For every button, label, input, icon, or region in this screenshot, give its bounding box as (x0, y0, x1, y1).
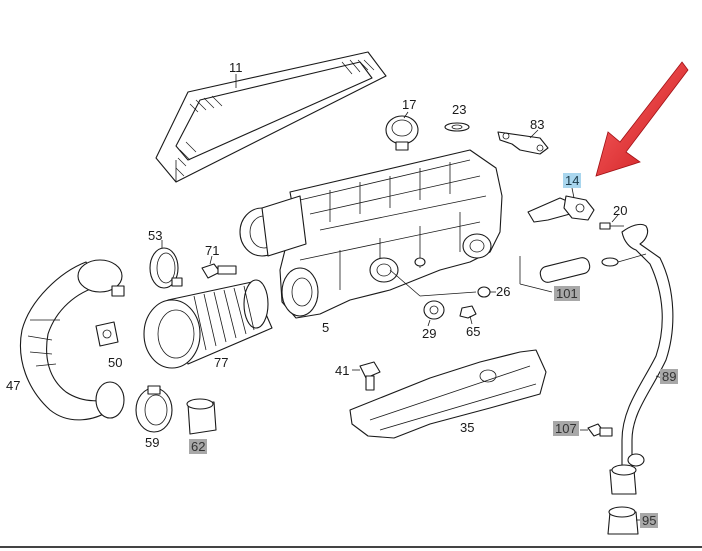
sleeve-62 (186, 398, 217, 435)
corrugated-hose (143, 279, 273, 369)
label-14: 14 (563, 173, 582, 188)
label-65: 65 (466, 324, 481, 339)
label-83: 83 (530, 117, 545, 132)
intake-manifold (239, 149, 503, 319)
label-35: 35 (460, 420, 475, 435)
label-5: 5 (322, 320, 330, 335)
label-50: 50 (108, 355, 123, 370)
bolt-107 (587, 423, 613, 437)
rubber-grommet (607, 464, 639, 535)
bolt-small (599, 222, 624, 230)
bracket (497, 131, 549, 155)
label-17: 17 (402, 97, 417, 112)
leader-lines (161, 74, 663, 521)
label-47: 47 (6, 378, 21, 393)
small-hose (539, 257, 591, 283)
label-95: 95 (640, 513, 659, 528)
label-89: 89 (660, 369, 679, 384)
highlighted-sensor (527, 195, 595, 223)
fasteners (414, 257, 491, 320)
bolt-41 (359, 361, 381, 391)
label-101: 101 (554, 286, 580, 301)
label-71: 71 (205, 243, 220, 258)
washer (444, 122, 470, 132)
air-filter-element (155, 51, 387, 183)
label-53: 53 (148, 228, 163, 243)
label-23: 23 (452, 102, 467, 117)
label-11: 11 (229, 60, 243, 75)
label-41: 41 (335, 363, 350, 378)
label-20: 20 (613, 203, 628, 218)
label-107: 107 (553, 421, 579, 436)
hose-clamp-59 (135, 385, 173, 433)
label-59: 59 (145, 435, 160, 450)
curved-intake-hose (19, 259, 125, 421)
hose-fitting-50 (95, 321, 119, 347)
label-77: 77 (214, 355, 229, 370)
bottom-rule (0, 546, 702, 548)
heat-shield (349, 349, 547, 439)
intake-sensor (385, 115, 419, 151)
red-arrow-icon (595, 61, 689, 177)
connecting-rod (601, 223, 674, 471)
label-62: 62 (189, 439, 208, 454)
hose-clamp-53 (149, 247, 183, 289)
bolt-71 (201, 263, 237, 279)
label-26: 26 (496, 284, 511, 299)
label-29: 29 (422, 326, 437, 341)
